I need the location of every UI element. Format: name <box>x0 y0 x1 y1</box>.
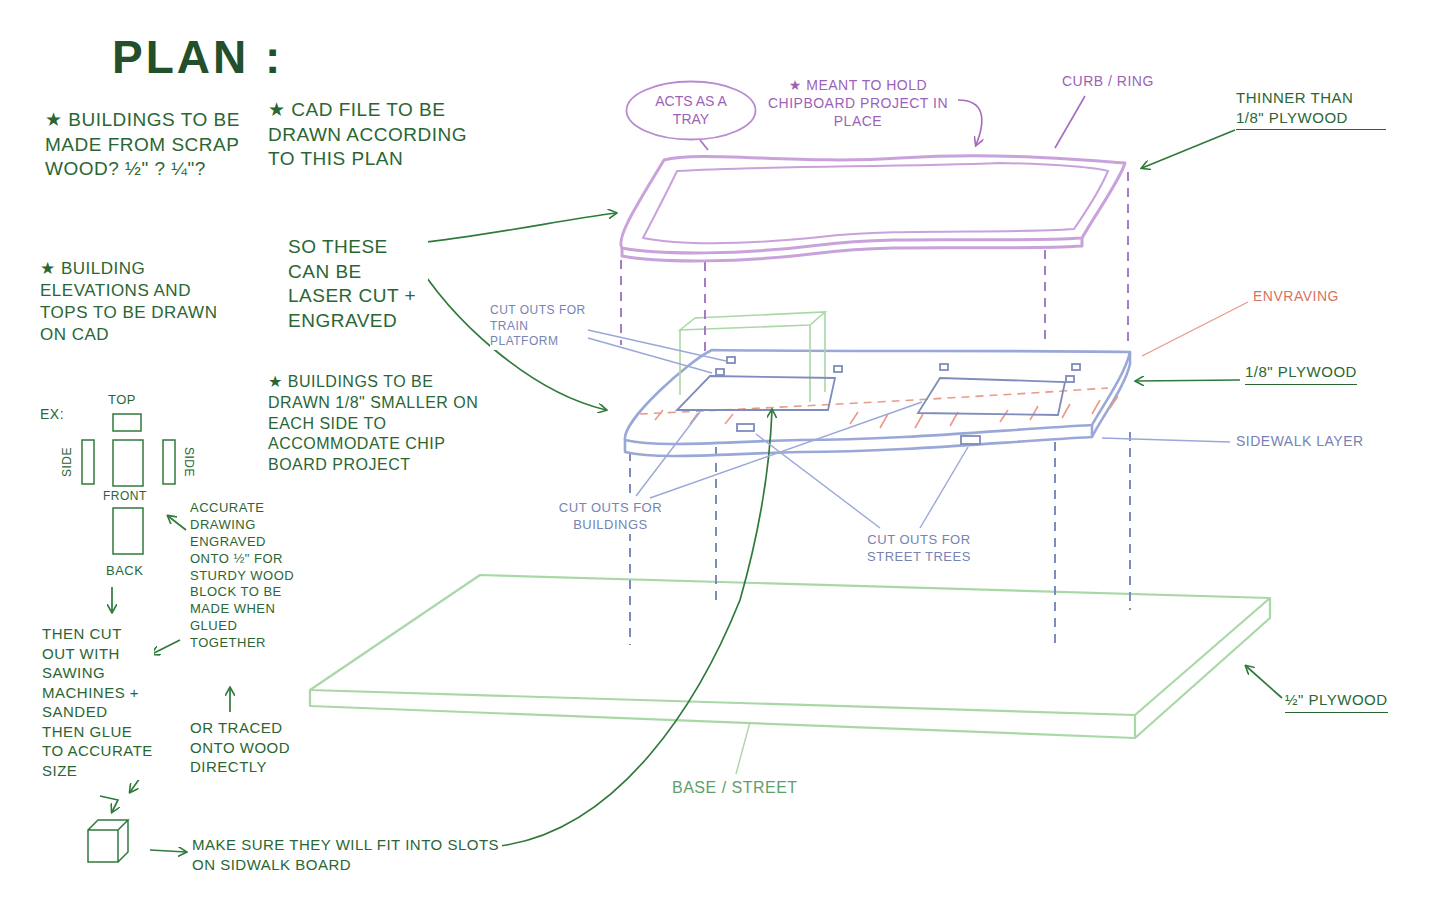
part-label: SIDEWALK LAYER <box>1236 432 1364 450</box>
part-label: CUT OUTS FOR STREET TREES <box>860 532 978 566</box>
part-label: CUT OUTS FOR BUILDINGS <box>548 500 673 534</box>
cutouts <box>677 357 1080 444</box>
view-label: SIDE <box>180 447 196 477</box>
note-text: SO THESE CAN BE LASER CUT + ENGRAVED <box>288 235 428 334</box>
tray-ring <box>621 156 1125 261</box>
view-label: FRONT <box>103 489 147 505</box>
callout-oval: ACTS AS A TRAY <box>625 80 757 141</box>
note-text: ACCURATE DRAWING ENGRAVED ONTO ½" FOR ST… <box>190 500 302 652</box>
part-label: ★ MEANT TO HOLD CHIPBOARD PROJECT IN PLA… <box>758 76 958 131</box>
note-text: MAKE SURE THEY WILL FIT INTO SLOTS ON SI… <box>192 835 502 874</box>
base-board <box>310 575 1270 738</box>
part-label: CURB / RING <box>1062 72 1154 90</box>
note-text: ★ BUILDINGS TO BE MADE FROM SCRAP WOOD? … <box>45 108 250 182</box>
note-text: EX: <box>40 405 64 423</box>
dimension-label: 1/8" PLYWOOD <box>1245 362 1357 385</box>
page-title: PLAN : <box>112 28 283 88</box>
part-label: CUT OUTS FOR TRAIN PLATFORM <box>490 303 586 350</box>
part-label: BASE / STREET <box>672 778 798 799</box>
view-label: BACK <box>106 563 143 580</box>
building-block <box>680 312 825 402</box>
guide-lines <box>621 172 1128 352</box>
pointer-arrow <box>100 130 1282 852</box>
part-label: ENVRAVING <box>1253 287 1339 305</box>
node-text: ACTS AS A TRAY <box>645 93 737 128</box>
dimension-label: ½" PLYWOOD <box>1285 690 1388 713</box>
sidewalk-board <box>625 350 1130 456</box>
note-text: ★ BUILDING ELEVATIONS AND TOPS TO BE DRA… <box>40 258 218 346</box>
view-label: SIDE <box>60 447 76 477</box>
note-text: OR TRACED ONTO WOOD DIRECTLY <box>190 718 295 777</box>
engraving-marks <box>640 388 1118 428</box>
note-text: ★ BUILDINGS TO BE DRAWN 1/8" SMALLER ON … <box>268 372 480 476</box>
dimension-label: THINNER THAN 1/8" PLYWOOD <box>1236 88 1386 130</box>
view-label: TOP <box>108 392 136 409</box>
note-text: THEN CUT OUT WITH SAWING MACHINES + SAND… <box>42 624 154 780</box>
guide-lines <box>630 432 1130 650</box>
leader-line <box>588 302 1248 774</box>
note-text: ★ CAD FILE TO BE DRAWN ACCORDING TO THIS… <box>268 98 473 172</box>
